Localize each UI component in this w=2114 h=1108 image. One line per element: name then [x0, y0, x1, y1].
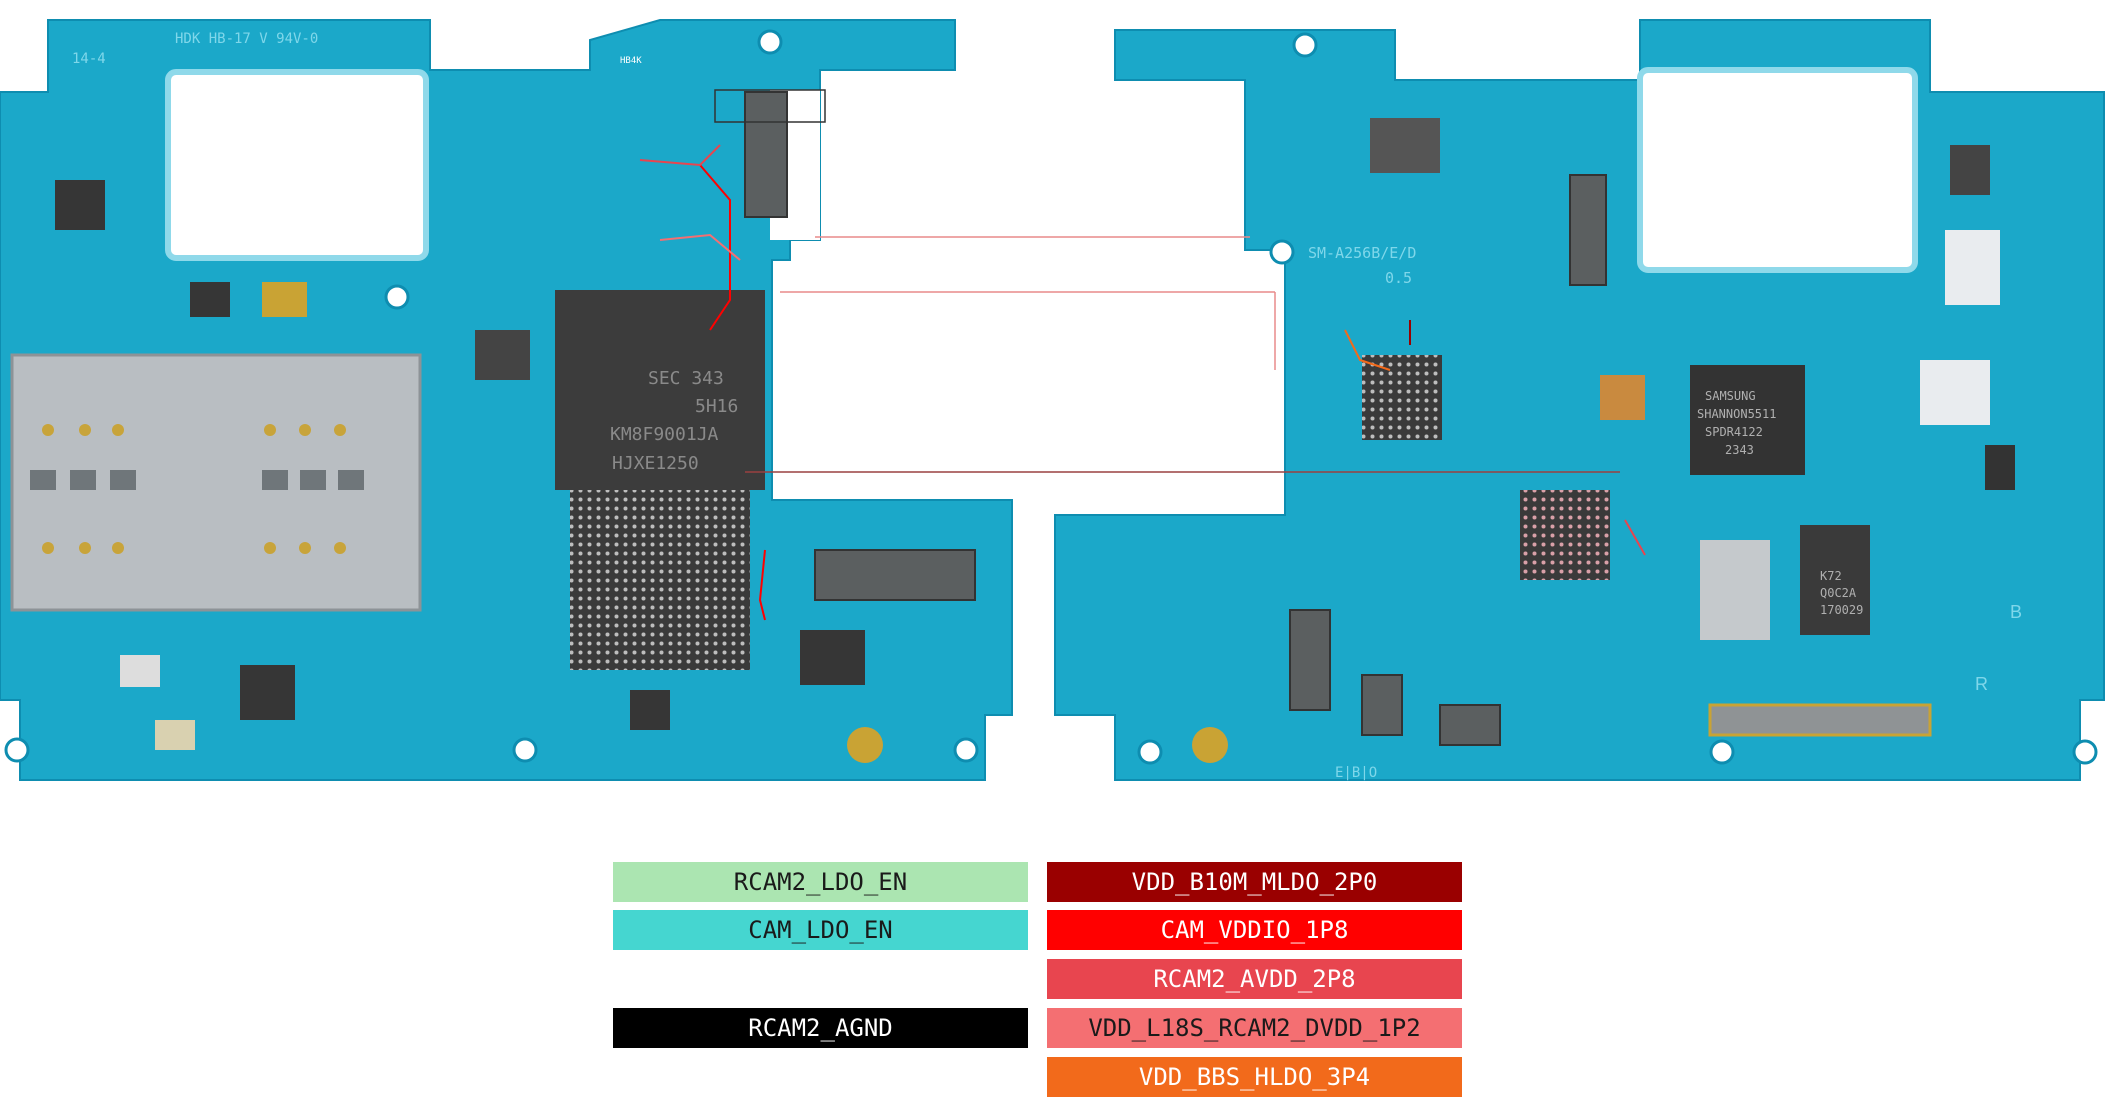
legend-cam-ldo-en: CAM_LDO_EN [613, 910, 1028, 950]
legend-rcam2-agnd: RCAM2_AGND [613, 1008, 1028, 1048]
right-marker-r: R [1975, 674, 1988, 694]
right-board: SM-A256B/E/D 0.5 SAMSUNG SHANNON5511 SPD… [1054, 19, 2105, 781]
left-board: HDK HB-17 V 94V-0 14-4 HB4K SEC 343 5H16… [0, 19, 1013, 781]
legend-vdd-bbs-hldo-3p4: VDD_BBS_HLDO_3P4 [1047, 1057, 1462, 1097]
modem-marking-1: SAMSUNG [1705, 389, 1756, 403]
right-footer-label: E|B|O [1335, 765, 1377, 781]
right-marker-b: B [2010, 602, 2022, 622]
chip2-marking-3: 170029 [1820, 603, 1863, 617]
left-silkscreen: HDK HB-17 V 94V-0 [175, 31, 318, 47]
ap-marking-2: 5H16 [695, 396, 738, 417]
ap-marking-4: HJXE1250 [612, 453, 699, 474]
modem-marking-3: SPDR4122 [1705, 425, 1763, 439]
right-rev-label: 0.5 [1385, 269, 1412, 287]
legend-rcam2-ldo-en: RCAM2_LDO_EN [613, 862, 1028, 902]
pcb-diagram: HDK HB-17 V 94V-0 14-4 HB4K SEC 343 5H16… [0, 19, 2105, 781]
left-rev-label: 14-4 [72, 51, 106, 67]
chip2-marking-2: Q0C2A [1820, 586, 1857, 600]
left-chip-label: HB4K [620, 56, 642, 66]
right-model-label: SM-A256B/E/D [1308, 244, 1416, 262]
modem-marking-4: 2343 [1725, 443, 1754, 457]
modem-marking-2: SHANNON5511 [1697, 407, 1776, 421]
ap-marking-1: SEC 343 [648, 368, 724, 389]
legend-rcam2-avdd-2p8: RCAM2_AVDD_2P8 [1047, 959, 1462, 999]
legend-vdd-b10m-mldo-2p0: VDD_B10M_MLDO_2P0 [1047, 862, 1462, 902]
chip2-marking-1: K72 [1820, 569, 1842, 583]
ap-marking-3: KM8F9001JA [610, 424, 719, 445]
legend-vdd-l18s-rcam2-dvdd-1p2: VDD_L18S_RCAM2_DVDD_1P2 [1047, 1008, 1462, 1048]
signal-traces [639, 89, 1646, 621]
legend-cam-vddio-1p8: CAM_VDDIO_1P8 [1047, 910, 1462, 950]
